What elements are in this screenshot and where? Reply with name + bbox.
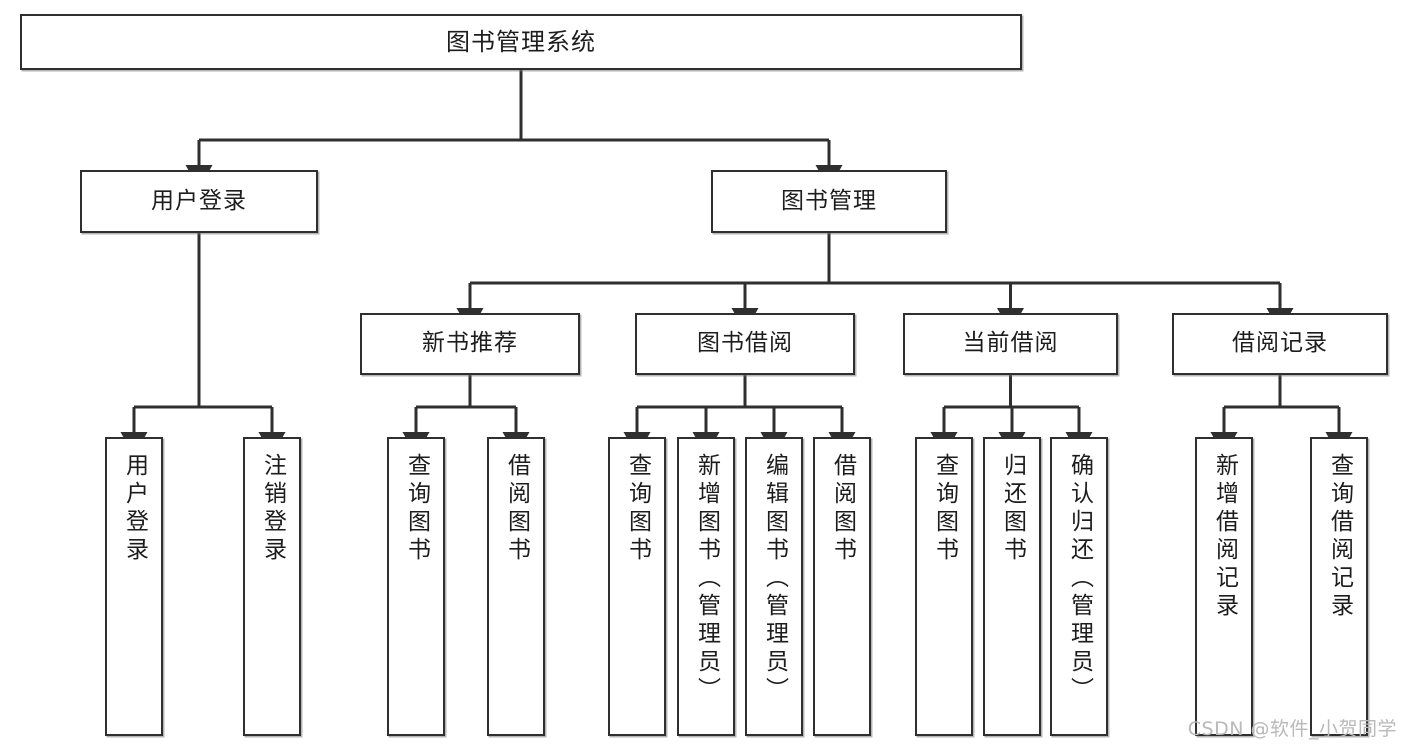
node-borrow-record[interactable]: 借阅记录 (1172, 313, 1388, 375)
watermark: CSDN @软件_小贺同学 (1187, 718, 1397, 740)
leaf-return-book[interactable]: 归还图书 (983, 437, 1041, 736)
leaf-query-book-current[interactable]: 查询图书 (915, 437, 973, 736)
node-borrow-record-label: 借阅记录 (1232, 330, 1328, 357)
leaf-add-book[interactable]: 新增图书（管理员） (677, 437, 735, 736)
leaf-logout[interactable]: 注销登录 (243, 437, 301, 736)
node-user-login[interactable]: 用户登录 (80, 170, 318, 233)
node-book-management-label: 图书管理 (781, 187, 877, 214)
leaf-edit-book-label: 编辑图书（管理员） (761, 453, 788, 705)
node-new-book-recommend-label: 新书推荐 (422, 330, 518, 357)
leaf-borrow-book[interactable]: 借阅图书 (813, 437, 871, 736)
leaf-return-book-label: 归还图书 (999, 453, 1026, 565)
leaf-query-borrow-record-label: 查询借阅记录 (1326, 453, 1353, 621)
leaf-add-borrow-record-label: 新增借阅记录 (1211, 453, 1238, 621)
node-book-borrow[interactable]: 图书借阅 (635, 313, 855, 375)
leaf-add-book-label: 新增图书（管理员） (693, 453, 720, 705)
leaf-query-book-borrow-label: 查询图书 (624, 453, 651, 565)
leaf-logout-label: 注销登录 (259, 453, 286, 565)
node-current-borrow-label: 当前借阅 (962, 330, 1059, 357)
leaf-confirm-return[interactable]: 确认归还（管理员） (1050, 437, 1108, 736)
leaf-query-book-borrow[interactable]: 查询图书 (608, 437, 666, 736)
leaf-edit-book[interactable]: 编辑图书（管理员） (745, 437, 803, 736)
leaf-user-login[interactable]: 用户登录 (105, 437, 163, 736)
node-book-borrow-label: 图书借阅 (697, 330, 793, 357)
leaf-borrow-book-recommend[interactable]: 借阅图书 (487, 437, 545, 736)
leaf-user-login-label: 用户登录 (121, 453, 148, 565)
leaf-query-borrow-record[interactable]: 查询借阅记录 (1310, 437, 1368, 736)
node-book-management[interactable]: 图书管理 (711, 170, 947, 233)
node-new-book-recommend[interactable]: 新书推荐 (360, 313, 580, 375)
leaf-borrow-book-label: 借阅图书 (829, 453, 856, 565)
leaf-query-book-recommend-label: 查询图书 (403, 453, 430, 565)
node-user-login-label: 用户登录 (151, 187, 247, 214)
leaf-query-book-current-label: 查询图书 (931, 453, 958, 565)
node-root-label: 图书管理系统 (446, 27, 596, 56)
leaf-confirm-return-label: 确认归还（管理员） (1066, 453, 1093, 705)
node-root[interactable]: 图书管理系统 (20, 14, 1022, 70)
leaf-query-book-recommend[interactable]: 查询图书 (387, 437, 445, 736)
node-current-borrow[interactable]: 当前借阅 (903, 313, 1118, 375)
leaf-borrow-book-recommend-label: 借阅图书 (503, 453, 530, 565)
leaf-add-borrow-record[interactable]: 新增借阅记录 (1195, 437, 1253, 736)
